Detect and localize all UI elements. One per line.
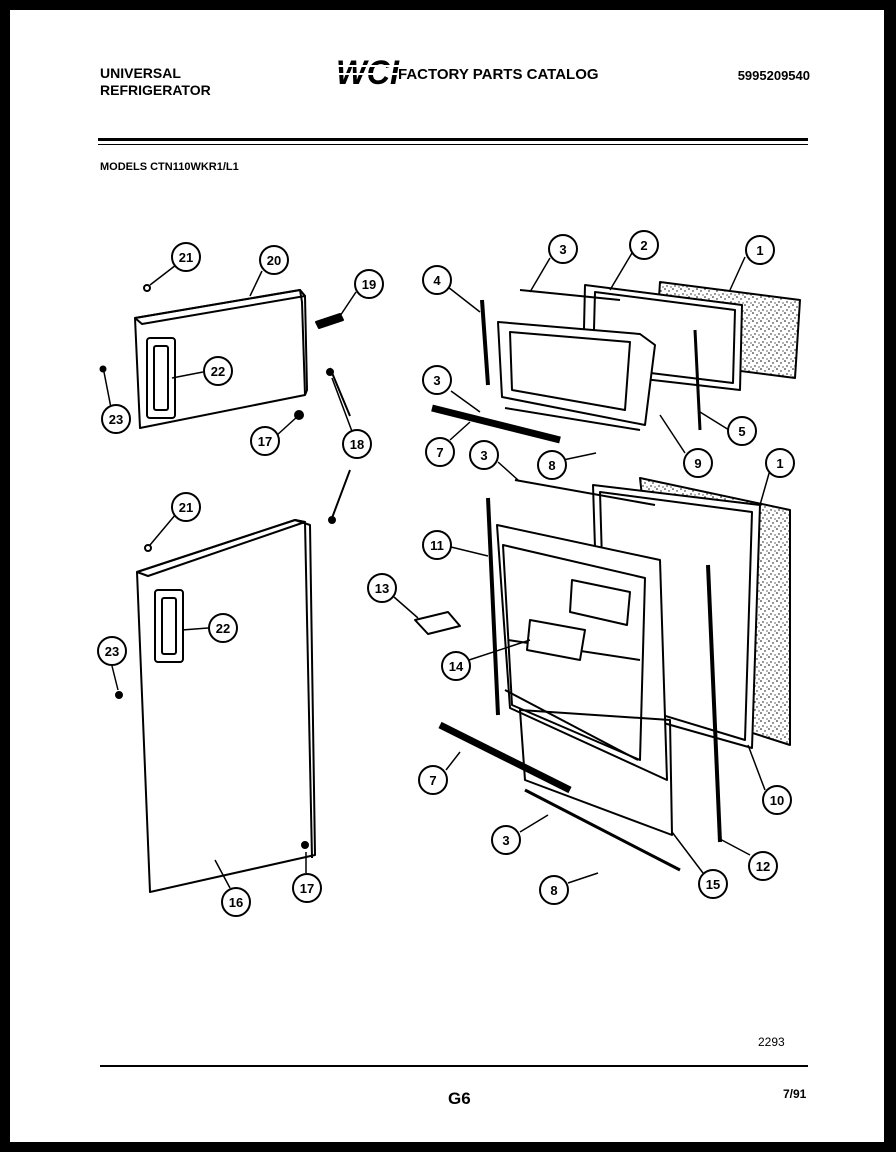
fresh-food-liner-assembly (438, 477, 791, 872)
callout-8-a: 8 (537, 450, 567, 480)
models-line: MODELS CTN110WKR1/L1 (100, 161, 239, 173)
svg-text:22: 22 (211, 364, 225, 379)
drawing-code: 2293 (758, 1035, 785, 1049)
callout-3-d: 3 (491, 825, 521, 855)
callout-5: 5 (727, 416, 757, 446)
svg-text:7: 7 (436, 445, 443, 460)
callout-3-b: 3 (422, 365, 452, 395)
svg-text:23: 23 (109, 412, 123, 427)
callout-7-b: 7 (418, 765, 448, 795)
svg-text:8: 8 (550, 883, 557, 898)
callout-1-a: 1 (745, 235, 775, 265)
callout-21-top: 21 (171, 242, 201, 272)
svg-text:18: 18 (350, 437, 364, 452)
callout-23-bottom: 23 (97, 636, 127, 666)
callout-14: 14 (441, 651, 471, 681)
svg-text:16: 16 (229, 895, 243, 910)
callout-22-bottom: 22 (208, 613, 238, 643)
svg-text:19: 19 (362, 277, 376, 292)
svg-text:1: 1 (756, 243, 763, 258)
callout-15: 15 (698, 869, 728, 899)
header-rule-top (98, 138, 808, 141)
header-rule-bottom (98, 144, 808, 145)
part-number: 5995209540 (737, 68, 810, 83)
callout-4: 4 (422, 265, 452, 295)
svg-text:9: 9 (694, 456, 701, 471)
callout-1-b: 1 (765, 448, 795, 478)
svg-text:7: 7 (429, 773, 436, 788)
callout-21-bottom: 21 (171, 492, 201, 522)
wci-logo: WCI (335, 54, 401, 90)
svg-text:21: 21 (179, 250, 193, 265)
svg-text:4: 4 (433, 273, 441, 288)
callout-12: 12 (748, 851, 778, 881)
svg-text:3: 3 (559, 242, 566, 257)
svg-text:17: 17 (300, 881, 314, 896)
catalog-title: FACTORY PARTS CATALOG (398, 66, 599, 83)
svg-text:20: 20 (267, 253, 281, 268)
svg-text:12: 12 (756, 859, 770, 874)
page-number: G6 (448, 1089, 471, 1108)
svg-text:17: 17 (258, 434, 272, 449)
callout-11: 11 (422, 530, 452, 560)
callout-23-top: 23 (101, 404, 131, 434)
print-date: 7/91 (783, 1087, 807, 1101)
callout-18: 18 (342, 429, 372, 459)
svg-text:11: 11 (430, 538, 444, 553)
callout-2: 2 (629, 230, 659, 260)
svg-text:3: 3 (480, 448, 487, 463)
callout-7-a: 7 (425, 437, 455, 467)
brand-line-2: REFRIGERATOR (100, 82, 211, 98)
callout-16: 16 (221, 887, 251, 917)
svg-text:2: 2 (640, 238, 647, 253)
svg-text:5: 5 (738, 424, 745, 439)
svg-text:1: 1 (776, 456, 783, 471)
logo-text: WCI (336, 54, 400, 90)
svg-text:21: 21 (179, 500, 193, 515)
svg-text:8: 8 (548, 458, 555, 473)
callout-17-bottom: 17 (292, 873, 322, 903)
svg-text:13: 13 (375, 581, 389, 596)
door-hardware-top (99, 284, 351, 420)
callout-17-top: 17 (250, 426, 280, 456)
callout-19: 19 (354, 269, 384, 299)
svg-text:3: 3 (433, 373, 440, 388)
svg-text:23: 23 (105, 644, 119, 659)
svg-text:14: 14 (449, 659, 464, 674)
brand-name: UNIVERSAL REFRIGERATOR (100, 65, 211, 99)
footer-rule (100, 1065, 808, 1067)
callout-3-c: 3 (469, 440, 499, 470)
svg-text:3: 3 (502, 833, 509, 848)
callout-22-top: 22 (203, 356, 233, 386)
fresh-food-door (136, 519, 316, 893)
callout-9: 9 (683, 448, 713, 478)
leader-lines (103, 252, 771, 889)
brand-line-1: UNIVERSAL (100, 65, 181, 81)
svg-text:22: 22 (216, 621, 230, 636)
freezer-liner-assembly (431, 281, 801, 444)
callout-13: 13 (367, 573, 397, 603)
callout-3-a: 3 (548, 234, 578, 264)
svg-text:10: 10 (770, 793, 784, 808)
svg-text:15: 15 (706, 877, 720, 892)
callout-10: 10 (762, 785, 792, 815)
door-hardware-bottom (115, 469, 461, 849)
callout-8-b: 8 (539, 875, 569, 905)
callout-20: 20 (259, 245, 289, 275)
